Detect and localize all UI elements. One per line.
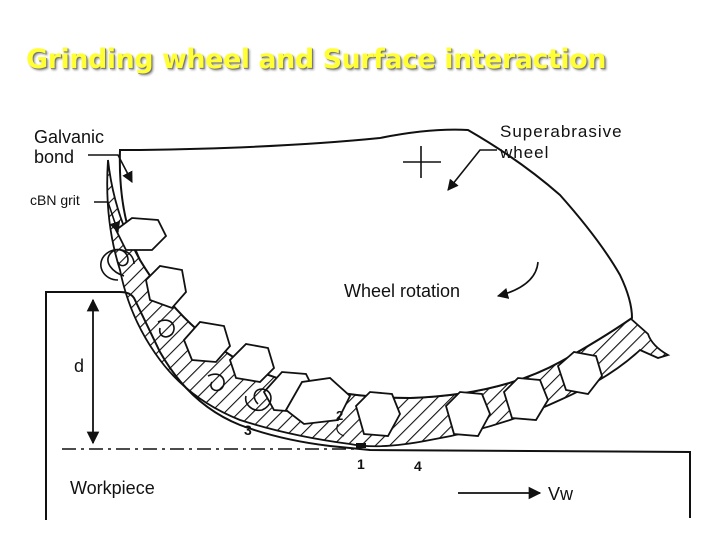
marker-2: 2 xyxy=(336,408,343,423)
superabrasive-label-2: wheel xyxy=(499,143,549,162)
wheel-center-mark xyxy=(403,146,441,178)
galvanic-bond-label-1: Galvanic xyxy=(34,127,104,147)
wheel-rotation-arrow xyxy=(496,261,539,299)
galvanic-bond-leader xyxy=(88,154,133,183)
superabrasive-label-1: Superabrasive xyxy=(500,122,623,141)
contact-point xyxy=(356,443,366,448)
depth-label: d xyxy=(74,356,84,376)
chips xyxy=(100,248,272,412)
workpiece-label: Workpiece xyxy=(70,478,155,498)
marker-3: 3 xyxy=(244,422,252,438)
marker-4: 4 xyxy=(414,458,422,474)
cbn-grit-label: cBN grit xyxy=(30,192,80,208)
cbn-grits xyxy=(114,217,603,437)
superabrasive-leader xyxy=(447,149,497,191)
slide-title: Grinding wheel and Surface interaction xyxy=(26,44,606,75)
cbn-grit-leader xyxy=(94,201,121,234)
marker-2-leader xyxy=(336,423,345,437)
feed-label: Vw xyxy=(548,484,574,504)
marker-1: 1 xyxy=(357,456,365,472)
wheel-rotation-label: Wheel rotation xyxy=(344,281,460,301)
galvanic-bond-label-2: bond xyxy=(34,147,74,167)
